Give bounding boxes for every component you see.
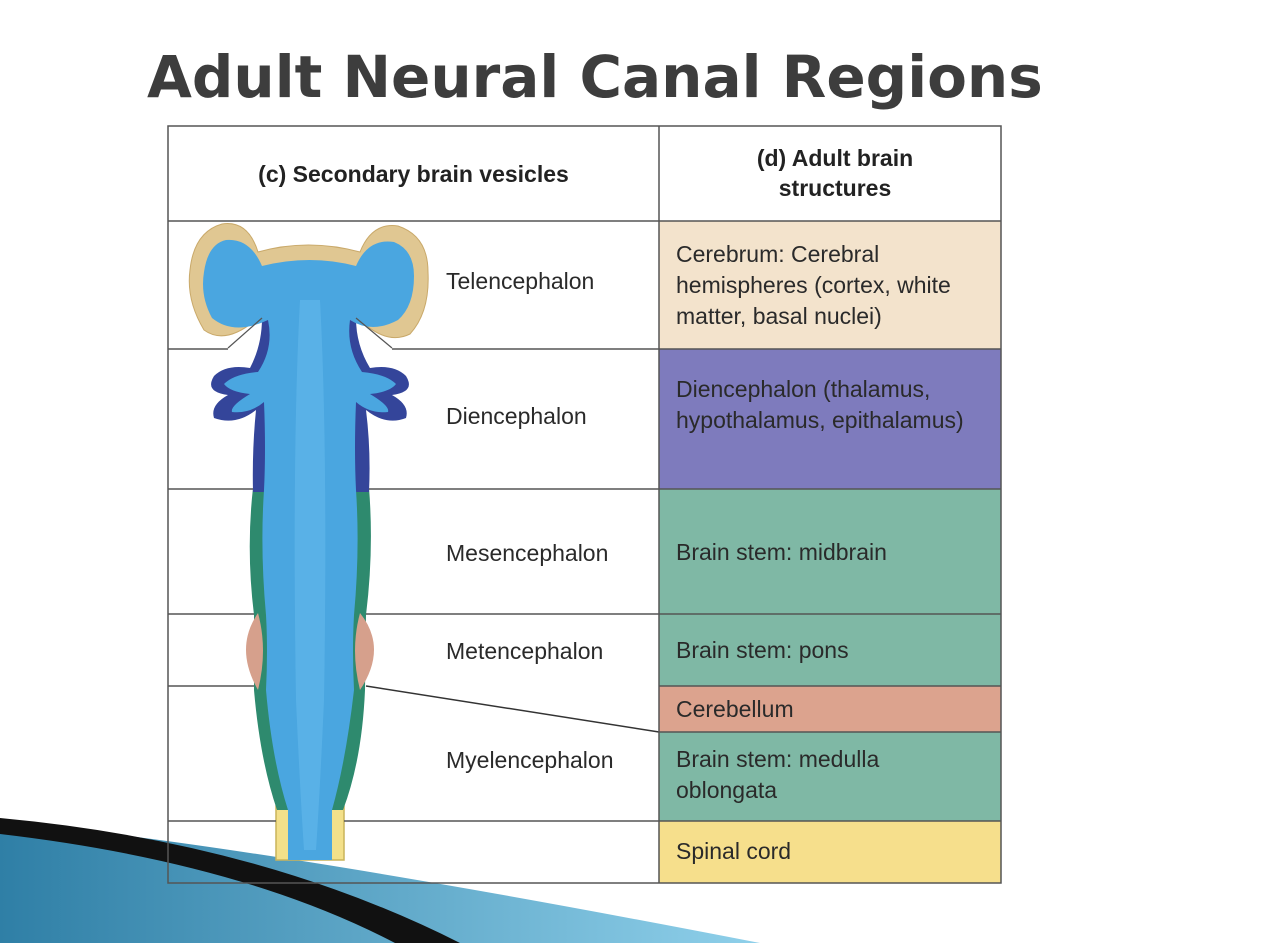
header-secondary-brain-vesicles: (c) Secondary brain vesicles: [258, 161, 569, 187]
header-adult-brain-structures: (d) Adult brain structures: [756, 145, 914, 201]
vesicle-label-diencephalon: Diencephalon: [446, 403, 587, 429]
structure-cell-medulla: [659, 732, 1001, 821]
vesicle-label-myelencephalon: Myelencephalon: [446, 747, 614, 773]
structure-label-medulla: Brain stem: medulla oblongata: [676, 746, 880, 803]
structure-label-pons: Brain stem: pons: [676, 637, 849, 663]
structure-cell-midbrain: [659, 489, 1001, 614]
structure-label-cerebrum: Cerebrum: Cerebral hemispheres (cortex, …: [676, 241, 951, 329]
structure-label-spinal-cord: Spinal cord: [676, 838, 792, 864]
cerebellum-wall-left: [246, 613, 263, 690]
vesicle-label-telencephalon: Telencephalon: [446, 268, 595, 294]
canal-highlight: [294, 300, 326, 850]
structure-label-cerebellum: Cerebellum: [676, 696, 794, 722]
vesicle-label-mesencephalon: Mesencephalon: [446, 540, 609, 566]
table-grid: [167, 125, 1002, 884]
structure-label-midbrain: Brain stem: midbrain: [676, 539, 887, 565]
vesicle-label-metencephalon: Metencephalon: [446, 638, 604, 664]
structure-cell-spinal-cord: [659, 821, 1001, 883]
structure-cell-cerebellum: [659, 686, 1001, 732]
slide-title: Adult Neural Canal Regions: [147, 42, 1043, 111]
structure-cell-pons: [659, 614, 1001, 686]
cerebellum-wall-right: [355, 613, 374, 690]
structure-cell-diencephalon: [659, 349, 1001, 489]
neural-tube-illustration: [188, 223, 660, 861]
cerebellum-pointer-line: [365, 685, 660, 733]
structure-cell-cerebrum: [659, 221, 1001, 349]
structure-label-diencephalon: Diencephalon (thalamus, hypothalamus, ep…: [676, 376, 964, 433]
